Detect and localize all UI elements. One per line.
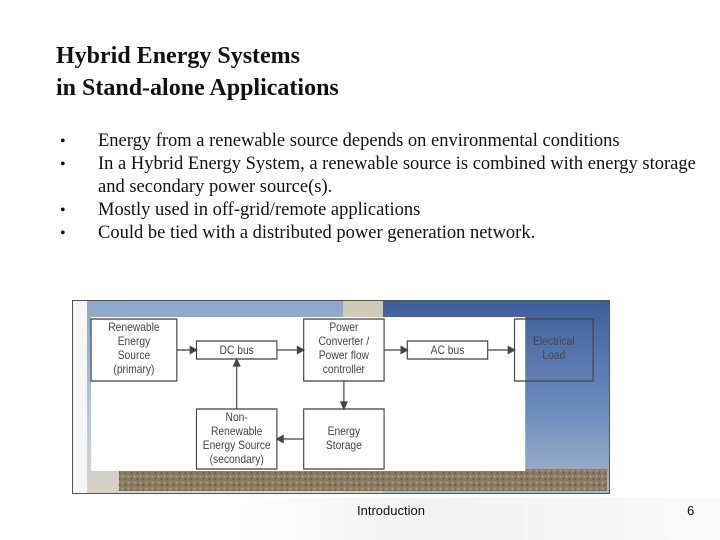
dc-bus-label: DC bus — [220, 345, 255, 358]
diagram-panel — [91, 317, 526, 471]
ac-bus-label: AC bus — [431, 345, 465, 358]
renewable-line-4: (primary) — [113, 364, 154, 377]
footer-background — [230, 498, 720, 540]
converter-line-2: Converter / — [319, 336, 371, 349]
bullet-text: Mostly used in off-grid/remote applicati… — [98, 200, 421, 220]
non-renewable-line-3: Energy Source — [203, 440, 271, 453]
diagram-over-photo: Renewable Energy Source (primary) DC bus… — [72, 300, 610, 494]
bullet-item: • Mostly used in off-grid/remote applicat… — [60, 199, 700, 222]
non-renewable-line-4: (secondary) — [210, 454, 264, 467]
storage-line-2: Storage — [326, 440, 362, 453]
bullet-text: In a Hybrid Energy System, a renewable s… — [98, 154, 696, 197]
bullet-item: • Energy from a renewable source depends … — [60, 130, 700, 153]
bullet-icon: • — [60, 202, 66, 219]
converter-line-4: controller — [323, 364, 366, 377]
non-renewable-line-1: Non- — [226, 412, 249, 425]
storage-line-1: Energy — [328, 426, 361, 439]
converter-line-1: Power — [329, 322, 358, 335]
renewable-line-2: Energy — [118, 336, 151, 349]
slide-title: Hybrid Energy Systems in Stand-alone App… — [56, 40, 339, 104]
bullet-icon: • — [60, 133, 66, 150]
page-number: 6 — [687, 503, 695, 518]
bullet-icon: • — [60, 156, 66, 173]
bullet-item: • In a Hybrid Energy System, a renewable … — [60, 153, 700, 199]
footer-section-label: Introduction — [357, 503, 425, 518]
bullet-list: • Energy from a renewable source depends … — [60, 130, 700, 245]
converter-line-3: Power flow — [319, 350, 369, 363]
load-line-2: Load — [542, 350, 565, 363]
bullet-text: Could be tied with a distributed power g… — [98, 223, 536, 243]
title-line-1: Hybrid Energy Systems — [56, 43, 301, 69]
renewable-line-1: Renewable — [108, 322, 159, 335]
bullet-icon: • — [60, 225, 66, 242]
renewable-line-3: Source — [118, 350, 151, 363]
bullet-text: Energy from a renewable source depends o… — [98, 131, 620, 151]
diagram-labels: Renewable Energy Source (primary) DC bus… — [108, 322, 574, 467]
load-line-1: Electrical — [533, 336, 575, 349]
diagram-arrows — [176, 345, 516, 444]
bullet-item: • Could be tied with a distributed power … — [60, 222, 700, 245]
title-line-2: in Stand-alone Applications — [56, 75, 339, 101]
diagram-svg: Renewable Energy Source (primary) DC bus… — [73, 301, 609, 493]
non-renewable-line-2: Renewable — [211, 426, 262, 439]
